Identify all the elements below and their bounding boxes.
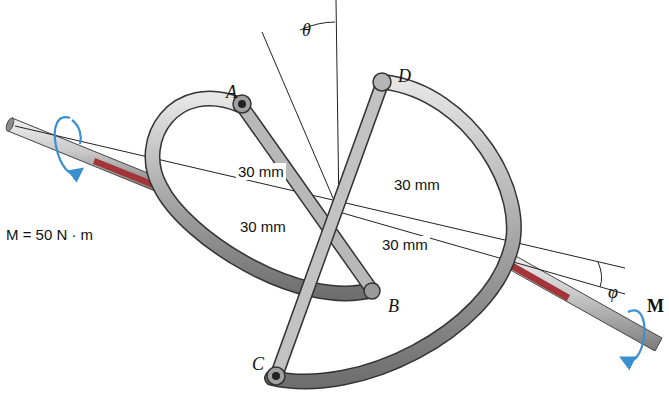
point-label: D [396, 66, 413, 86]
angle-label: θ [300, 20, 313, 40]
moment-arrow [55, 117, 78, 173]
vertical-line [336, 0, 339, 212]
right-yoke [272, 82, 514, 382]
point-label: B [386, 296, 401, 316]
dimension-label: 30 mm [380, 236, 430, 253]
moment-label: M [645, 296, 666, 316]
point-label: A [224, 82, 239, 102]
angle-arc [598, 262, 602, 287]
dimension-label: 30 mm [236, 163, 286, 180]
dimension-label: 30 mm [238, 218, 288, 235]
axis-line [339, 212, 625, 294]
angle-label: φ [606, 282, 620, 302]
moment-arrow [72, 120, 81, 144]
point-label: C [250, 354, 266, 374]
cross-pin [233, 95, 372, 290]
moment-label: M = 50 N · m [4, 226, 95, 243]
moment-arrow [626, 310, 644, 360]
dimension-label: 30 mm [392, 176, 442, 193]
